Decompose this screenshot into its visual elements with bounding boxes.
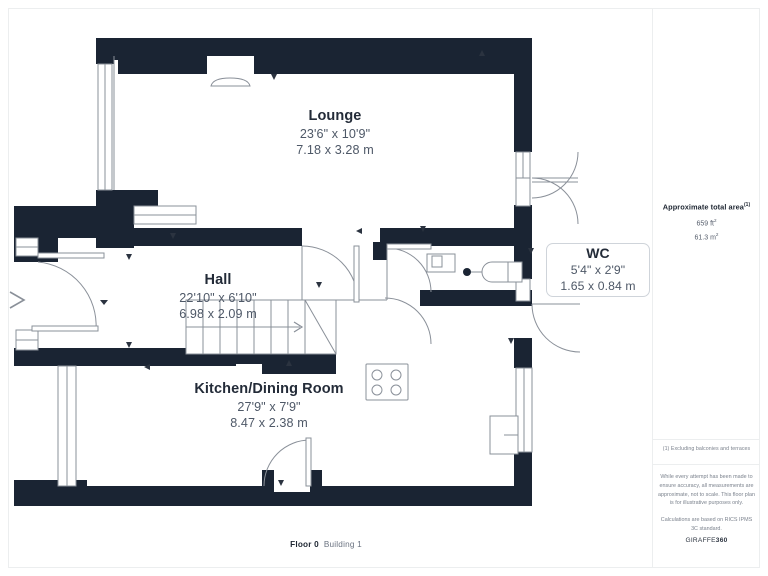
door-lounge-french bbox=[531, 151, 579, 225]
sqm-superscript: 2 bbox=[715, 232, 719, 238]
bay-window-seat bbox=[210, 77, 251, 87]
total-area-sqft: 659 ft2 bbox=[653, 217, 760, 231]
staircase bbox=[185, 299, 337, 355]
footer-floor: Floor 0 bbox=[290, 540, 319, 549]
giraffe360-logo: GIRAFFE360 bbox=[653, 537, 760, 544]
logo-part-1: GIRAFFE bbox=[685, 537, 716, 544]
plan-svg: .w { fill:#1a2433; } .ln { fill:none; st… bbox=[9, 38, 581, 506]
window-lounge-right-lower bbox=[515, 177, 531, 207]
total-area-sqm-value: 61.3 m bbox=[694, 234, 716, 242]
floor-plan-drawing: .w { fill:#1a2433; } .ln { fill:none; st… bbox=[0, 38, 652, 549]
sink-fixture bbox=[489, 415, 519, 455]
total-area-block: Approximate total area(1) 659 ft2 61.3 m… bbox=[653, 202, 760, 245]
footer-building: Building 1 bbox=[323, 540, 362, 549]
total-area-title-text: Approximate total area bbox=[662, 202, 744, 212]
sidebar-divider-1 bbox=[653, 439, 760, 440]
standard-note: Calculations are based on RICS IPMS 3C s… bbox=[660, 517, 753, 532]
door-entrance bbox=[31, 252, 105, 332]
exclusion-note: (1) Excluding balconies and terraces bbox=[662, 446, 751, 452]
total-area-footnote-marker: (1) bbox=[743, 202, 751, 208]
basin-fixture bbox=[426, 253, 456, 273]
sqft-superscript: 2 bbox=[713, 218, 717, 224]
door-kitchen-hall bbox=[384, 297, 432, 345]
door-wc bbox=[531, 303, 581, 353]
doors bbox=[9, 151, 581, 487]
interior-outlines bbox=[113, 56, 388, 301]
windows bbox=[15, 63, 533, 487]
sidebar-divider-2 bbox=[653, 464, 760, 465]
total-area-sqm: 61.3 m2 bbox=[653, 231, 760, 245]
plan-footer: Floor 0 Building 1 bbox=[0, 540, 652, 549]
disclaimer-text: While every attempt has been made to ens… bbox=[658, 474, 755, 507]
toilet-fixture bbox=[463, 261, 523, 283]
logo-part-2: 360 bbox=[715, 537, 728, 544]
window-wc bbox=[515, 278, 531, 302]
door-kitchen-bottom bbox=[263, 437, 312, 487]
entrance-arrow bbox=[9, 291, 26, 309]
sidebar-divider bbox=[652, 9, 653, 567]
fixtures bbox=[210, 77, 523, 455]
dimension-ticks bbox=[100, 50, 534, 486]
info-sidebar: Approximate total area(1) 659 ft2 61.3 m… bbox=[653, 9, 760, 567]
hob-four-burner bbox=[365, 363, 409, 401]
door-lounge-hall bbox=[301, 245, 360, 303]
total-area-sqft-value: 659 ft bbox=[696, 220, 714, 228]
total-area-title: Approximate total area(1) bbox=[653, 202, 760, 211]
door-hall-wc bbox=[386, 243, 432, 293]
